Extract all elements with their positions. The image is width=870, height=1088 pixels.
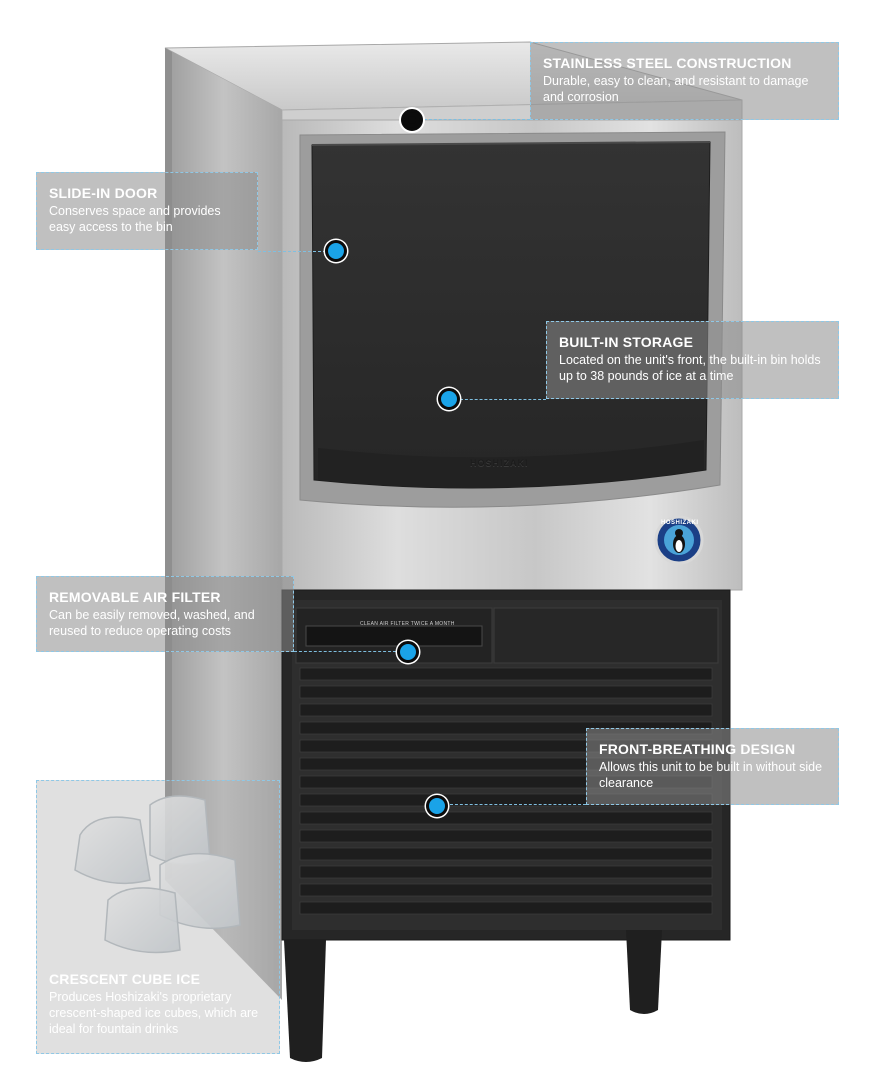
callout-description: Can be easily removed, washed, and reuse… [49,608,255,638]
leader-line-door [258,251,326,252]
hotspot-dot-icon[interactable] [325,240,347,262]
callout-description: Located on the unit's front, the built-i… [559,353,821,383]
callout-title: STAINLESS STEEL CONSTRUCTION [543,55,792,71]
callout-slide-in-door: SLIDE-IN DOOR Conserves space and provid… [36,172,258,250]
hotspot-dot-icon[interactable] [397,641,419,663]
callout-description: Allows this unit to be built in without … [599,760,823,790]
callout-removable-air-filter: REMOVABLE AIR FILTER Can be easily remov… [36,576,294,652]
callout-description: Produces Hoshizaki's proprietary crescen… [49,990,259,1036]
callout-description: Durable, easy to clean, and resistant to… [543,74,809,104]
leader-line-breathing [450,804,586,805]
leader-line-stainless [424,119,530,120]
door-embossed-brand: HOSHIZAKI [470,458,529,468]
callout-title: FRONT-BREATHING DESIGN [599,741,796,757]
hotspot-dot-icon[interactable] [438,388,460,410]
hotspot-dot-icon[interactable] [401,109,423,131]
callout-stainless-steel: STAINLESS STEEL CONSTRUCTION Durable, ea… [530,42,839,120]
callout-title: CRESCENT CUBE ICE [49,971,201,987]
callout-description: Conserves space and provides easy access… [49,204,221,234]
callout-title: BUILT-IN STORAGE [559,334,694,350]
callout-front-breathing: FRONT-BREATHING DESIGN Allows this unit … [586,728,839,805]
callout-crescent-cube-ice: CRESCENT CUBE ICE Produces Hoshizaki's p… [36,780,280,1054]
callout-title: REMOVABLE AIR FILTER [49,589,221,605]
leader-line-filter [294,651,396,652]
callout-built-in-storage: BUILT-IN STORAGE Located on the unit's f… [546,321,839,399]
air-filter-panel-label: CLEAN AIR FILTER TWICE A MONTH [360,621,455,627]
callout-title: SLIDE-IN DOOR [49,185,158,201]
leader-line-storage [460,399,546,400]
hoshizaki-penguin-logo-icon: HOSHIZAKI [661,520,699,526]
ice-cubes-illustration [74,795,241,954]
hotspot-dot-icon[interactable] [426,795,448,817]
